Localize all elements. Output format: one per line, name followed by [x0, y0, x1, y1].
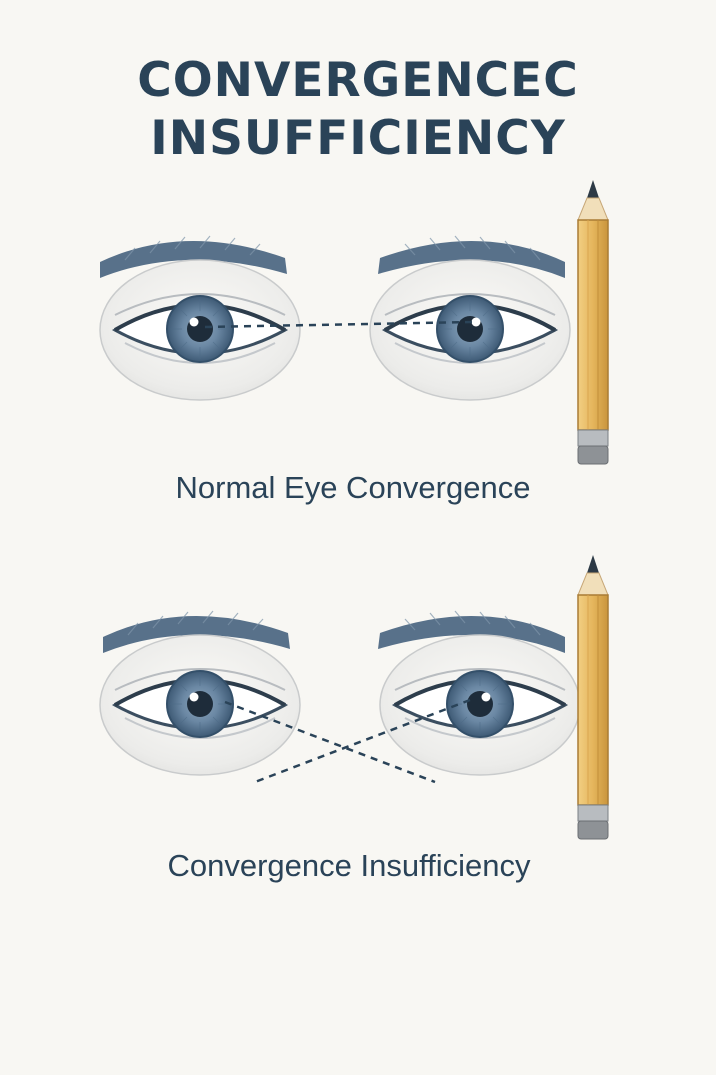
left-eye-icon	[98, 633, 302, 777]
normal-panel	[98, 179, 609, 465]
left-eye-icon	[98, 258, 302, 402]
pencil-icon	[577, 554, 609, 840]
sightline	[224, 700, 436, 784]
pencil-icon	[577, 179, 609, 465]
page-title: CONVERGENCEC INSUFFICIENCY	[0, 52, 716, 168]
right-eye-icon	[368, 258, 572, 402]
right-eye-icon	[378, 633, 582, 777]
title-line-2: INSUFFICIENCY	[150, 111, 566, 166]
sightline	[204, 320, 476, 329]
normal-caption: Normal Eye Convergence	[175, 470, 531, 505]
title-line-1: CONVERGENCEC	[137, 53, 579, 108]
insufficiency-caption: Convergence Insufficiency	[167, 848, 531, 883]
insufficiency-panel	[98, 554, 609, 840]
